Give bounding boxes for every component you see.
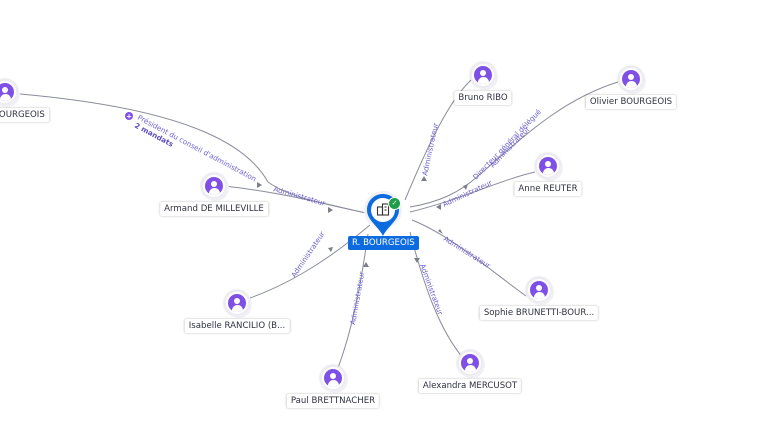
building-icon bbox=[376, 203, 390, 216]
user-icon bbox=[530, 281, 548, 299]
arrow-p1 bbox=[421, 176, 427, 181]
person-label[interactable]: Alexandra MERCUSOT bbox=[418, 379, 522, 393]
avatar[interactable] bbox=[320, 365, 346, 391]
company-label[interactable]: R. BOURGEOIS bbox=[348, 236, 419, 250]
arrow-p3 bbox=[436, 204, 441, 210]
user-icon bbox=[324, 369, 342, 387]
user-icon bbox=[474, 66, 492, 84]
edge-p3 bbox=[409, 171, 536, 213]
user-icon bbox=[622, 70, 640, 88]
plus-icon: + bbox=[126, 113, 132, 121]
user-icon bbox=[539, 157, 557, 175]
avatar[interactable] bbox=[535, 153, 561, 179]
edge-label-president: Président du conseil d'administration bbox=[136, 113, 258, 184]
edge-label-admin-p1: Administrateur bbox=[420, 122, 440, 176]
person-label[interactable]: Isabelle RANCILIO (B... bbox=[184, 319, 290, 333]
person-label[interactable]: Paul BRETTNACHER bbox=[286, 394, 380, 408]
arrow-p6 bbox=[438, 229, 443, 234]
person-label[interactable]: Bruno RIBO bbox=[454, 91, 512, 105]
mandats-badge-icon bbox=[125, 112, 133, 120]
avatar[interactable] bbox=[618, 66, 644, 92]
user-icon bbox=[205, 177, 223, 195]
arrow-p0 bbox=[257, 182, 262, 188]
verified-check-icon: ✓ bbox=[388, 197, 401, 210]
avatar[interactable] bbox=[457, 350, 483, 376]
edge-p5 bbox=[249, 224, 371, 299]
edge-p2 bbox=[409, 81, 619, 208]
edge-label-admin-p7: Administrateur bbox=[418, 263, 445, 316]
arrow-p8 bbox=[363, 262, 369, 267]
edge-p1 bbox=[404, 79, 472, 201]
edge-label-admin-p8: Administrateur bbox=[348, 271, 366, 325]
person-label[interactable]: Anne REUTER bbox=[514, 182, 582, 196]
avatar[interactable] bbox=[0, 79, 18, 105]
person-label[interactable]: Sophie BRUNETTI-BOUR... bbox=[479, 306, 599, 320]
avatar[interactable] bbox=[201, 173, 227, 199]
person-label[interactable]: BOURGEOIS bbox=[0, 108, 49, 122]
edge-label-admin-p6: Administrateur bbox=[442, 234, 492, 270]
avatar[interactable] bbox=[224, 290, 250, 316]
edge-label-admin-p5: Administrateur bbox=[289, 230, 326, 279]
person-label[interactable]: Olivier BOURGEOIS bbox=[585, 95, 677, 109]
edge-p7 bbox=[409, 231, 464, 359]
user-icon bbox=[461, 354, 479, 372]
edge-label-admin-p2: Administrateur bbox=[488, 125, 532, 170]
edge-label-admin-p4: Administrateur bbox=[272, 184, 326, 207]
person-label[interactable]: Armand DE MILLEVILLE bbox=[160, 202, 268, 216]
edge-p4 bbox=[223, 185, 367, 214]
arrow-p4 bbox=[328, 207, 333, 213]
edge-p8 bbox=[337, 233, 369, 369]
arrow-p2 bbox=[463, 184, 468, 190]
avatar[interactable] bbox=[526, 277, 552, 303]
user-icon bbox=[0, 83, 14, 101]
arrow-p7 bbox=[414, 258, 420, 263]
user-icon bbox=[228, 294, 246, 312]
avatar[interactable] bbox=[470, 62, 496, 88]
edge-label-admin-p3: Administrateur bbox=[441, 178, 493, 209]
arrow-p5 bbox=[328, 247, 333, 252]
edge-p6 bbox=[411, 219, 527, 297]
